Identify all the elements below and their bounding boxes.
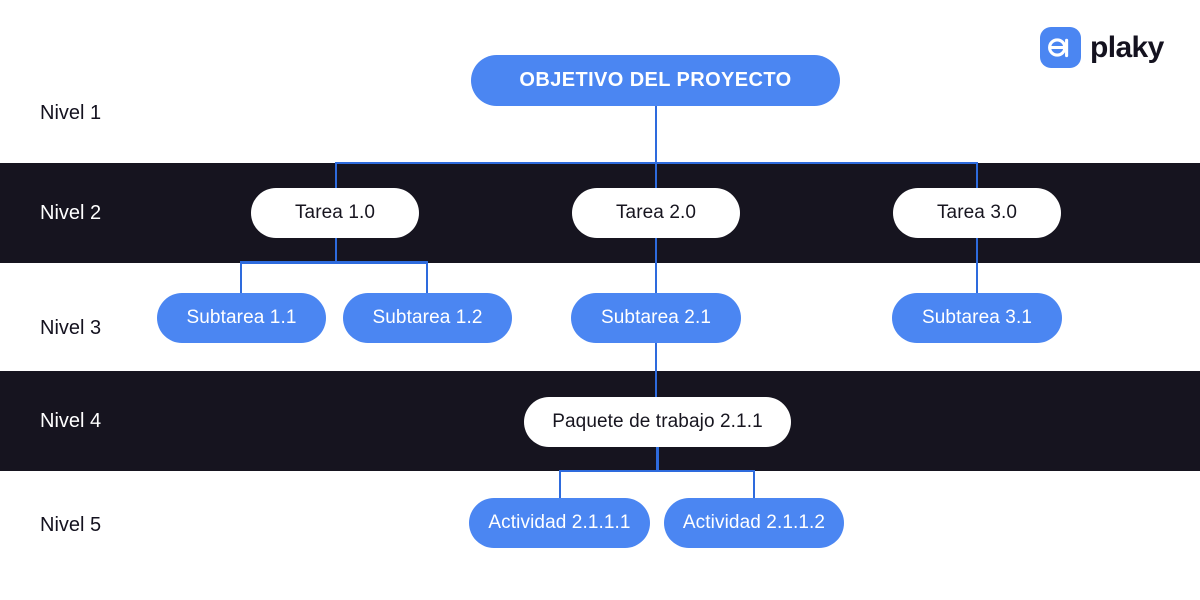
plaky-logo: plaky: [1040, 27, 1164, 68]
connector-line: [654, 162, 658, 188]
connector-line: [334, 162, 338, 188]
plaky-logo-icon: [1040, 27, 1081, 68]
connector-line: [975, 238, 979, 293]
node-subtarea-1-2: Subtarea 1.2: [343, 293, 512, 343]
connector-line: [334, 238, 338, 263]
connector-line: [656, 447, 659, 471]
connector-line: [975, 162, 979, 188]
node-tarea-3-0: Tarea 3.0: [893, 188, 1061, 238]
node-subtarea-1-1: Subtarea 1.1: [157, 293, 326, 343]
node-objective: OBJETIVO DEL PROYECTO: [471, 55, 840, 106]
level-label-2: Nivel 2: [40, 202, 102, 224]
connector-line: [425, 261, 429, 293]
level-label-5: Nivel 5: [40, 514, 102, 536]
connector-line: [558, 470, 562, 498]
connector-line: [654, 343, 658, 397]
level-label-1: Nivel 1: [40, 102, 102, 124]
node-tarea-2-0: Tarea 2.0: [572, 188, 740, 238]
level-label-4: Nivel 4: [40, 410, 102, 432]
node-subtarea-2-1: Subtarea 2.1: [571, 293, 741, 343]
level-label-3: Nivel 3: [40, 317, 102, 339]
connector-line: [654, 106, 658, 163]
connector-line: [239, 261, 243, 293]
connector-line: [654, 238, 658, 293]
plaky-logo-text: plaky: [1090, 31, 1164, 64]
node-actividad-2-1-1-2: Actividad 2.1.1.2: [664, 498, 844, 548]
node-actividad-2-1-1-1: Actividad 2.1.1.1: [469, 498, 650, 548]
connector-line: [560, 469, 754, 472]
node-tarea-1-0: Tarea 1.0: [251, 188, 419, 238]
connector-line: [241, 261, 428, 264]
connector-line: [752, 470, 756, 498]
node-subtarea-3-1: Subtarea 3.1: [892, 293, 1062, 343]
node-paquete-2-1-1: Paquete de trabajo 2.1.1: [524, 397, 791, 447]
